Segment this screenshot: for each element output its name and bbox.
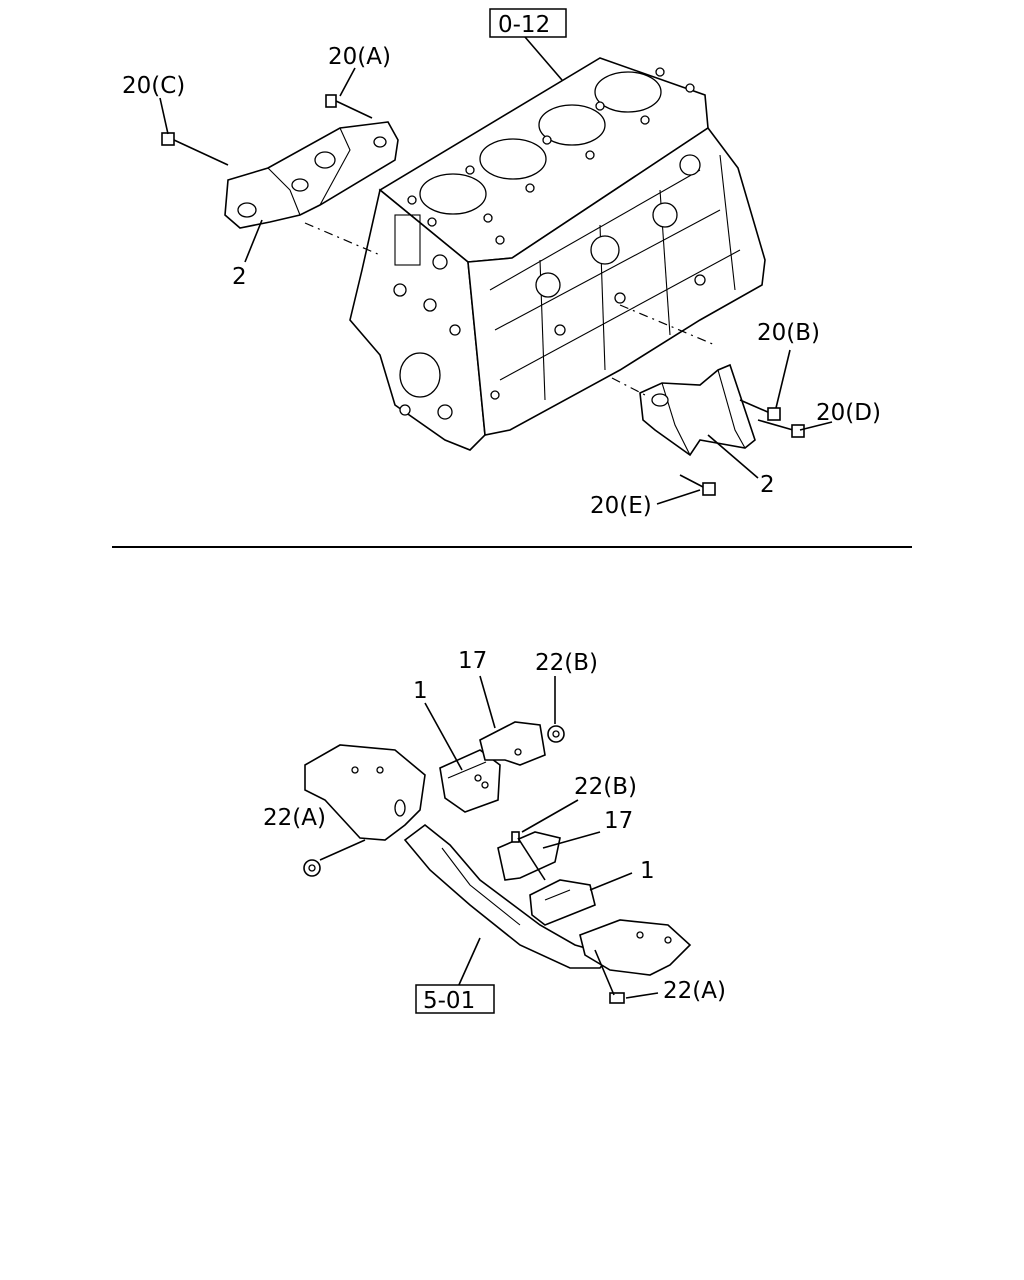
stud-22b-mid (511, 831, 546, 881)
label-20c: 20(C) (122, 73, 185, 99)
bolt-20d (757, 419, 805, 438)
label-17-top: 17 (458, 648, 487, 674)
right-rubber-mount (529, 879, 596, 926)
label-22a-bottom: 22(A) (663, 978, 726, 1004)
bolt-22a-bottom (594, 949, 625, 1004)
ref-label-5-01: 5-01 (423, 988, 475, 1014)
label-20a: 20(A) (328, 44, 391, 70)
label-20d: 20(D) (816, 400, 881, 426)
label-2-left: 2 (232, 264, 247, 290)
left-heat-shield (479, 721, 546, 766)
bolt-20e (679, 474, 716, 496)
bolt-20c (161, 132, 229, 166)
ref-label-0-12: 0-12 (498, 12, 550, 38)
ref-box-0-12 (489, 8, 567, 38)
label-20b: 20(B) (757, 320, 820, 346)
engine-block (349, 57, 766, 451)
label-22b-mid: 22(B) (574, 774, 637, 800)
label-1-top: 1 (413, 678, 428, 704)
nut-22a-left (303, 859, 321, 877)
crossmember (304, 744, 692, 976)
bolt-20a (325, 94, 373, 119)
nut-22b-top (547, 725, 565, 743)
left-engine-mount-bracket (224, 121, 399, 229)
label-17-bottom: 17 (604, 808, 633, 834)
label-20e: 20(E) (590, 493, 652, 519)
label-22a-left: 22(A) (263, 805, 326, 831)
label-1-bottom: 1 (640, 858, 655, 884)
bottom-leader-lines (319, 675, 659, 999)
left-rubber-mount (439, 749, 501, 813)
label-2-right: 2 (760, 472, 775, 498)
label-22b-top: 22(B) (535, 650, 598, 676)
top-leader-lines (159, 36, 833, 505)
bolt-20b (739, 399, 781, 421)
right-engine-mount-bracket (639, 363, 756, 457)
ref-box-5-01 (415, 984, 495, 1014)
